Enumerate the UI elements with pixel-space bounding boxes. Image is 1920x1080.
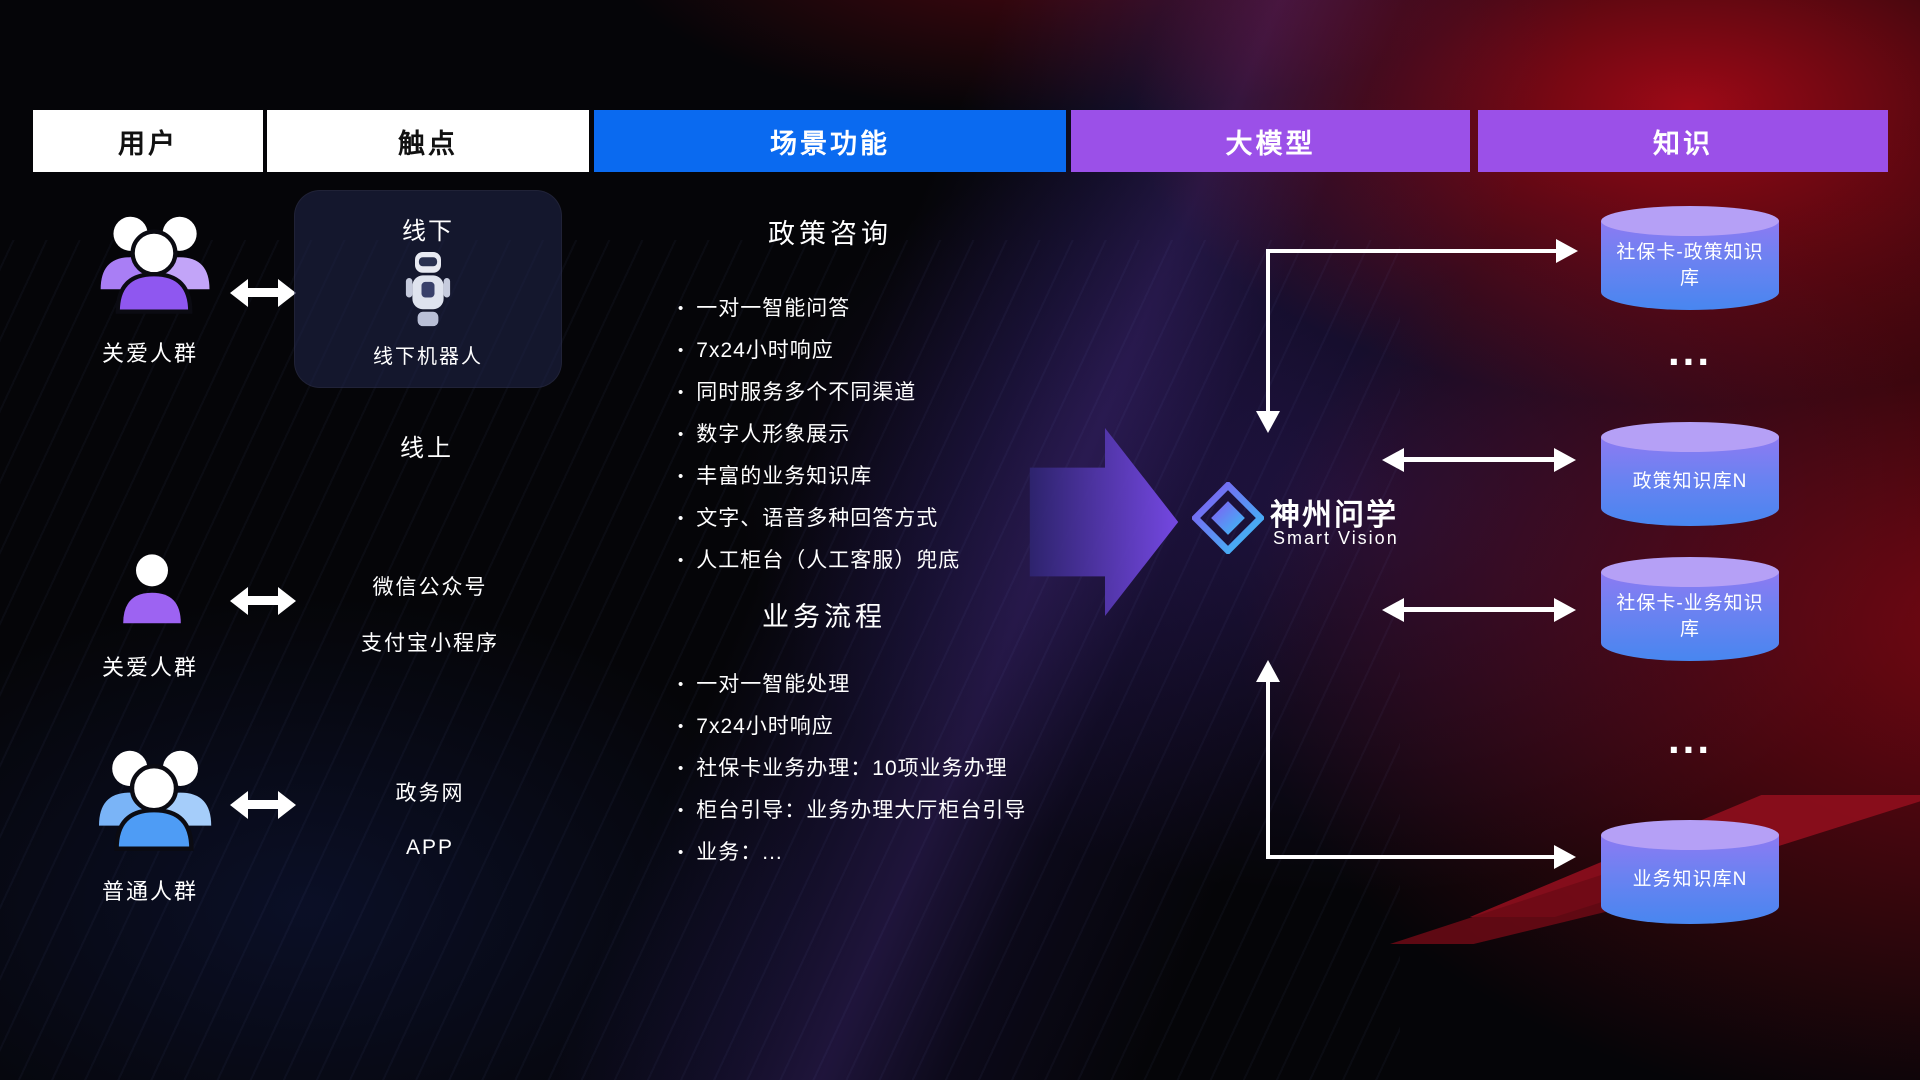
connector-line [1266,251,1270,413]
bidirectional-arrow [1404,457,1554,462]
offline-touchpoint-card: 线下 线下机器人 [294,190,562,388]
cylinder-top [1601,557,1779,587]
flow-arrow-icon [1028,428,1180,616]
user-group-label: 关爱人群 [101,341,198,366]
bullet-item: 社保卡业务办理：10项业务办理 [678,752,1026,782]
bullet-item: 7x24小时响应 [678,334,960,364]
user-group-label: 普通人群 [101,879,198,904]
bullet-item: 一对一智能问答 [678,292,960,322]
cylinder-top [1601,820,1779,850]
knowledge-db-label: 社保卡-政策知识库 [1616,242,1764,289]
channel-wechat: 微信公众号 [372,576,488,599]
arrowhead-down [1256,411,1280,433]
purple-beam-decoration [180,0,1700,1080]
ellipsis-more-indicator: ... [1667,715,1712,762]
knowledge-db-label: 政策知识库N [1632,471,1748,492]
column-header-model: 大模型 [1071,110,1470,172]
column-header-scenarios: 场景功能 [594,110,1066,172]
bidirectional-arrow [248,596,278,605]
knowledge-db-cylinder: 政策知识库N [1601,422,1779,526]
user-group-label: 关爱人群 [101,655,198,680]
bullet-item: 人工柜台（人工客服）兜底 [678,544,960,574]
diamond-logo-icon [1190,480,1266,556]
bidirectional-arrow [1404,607,1554,612]
ellipsis-more-indicator: ... [1667,327,1712,374]
column-header-users: 用户 [33,110,263,172]
bidirectional-arrow [248,800,278,809]
bullet-item: 柜台引导：业务办理大厅柜台引导 [678,794,1026,824]
users-group-icon [88,742,220,854]
column-header-knowledge: 知识 [1478,110,1888,172]
bullet-item: 丰富的业务知识库 [678,460,960,490]
bidirectional-arrow [248,288,278,297]
model-subtitle: Smart Vision [1273,528,1399,548]
bullet-item: 7x24小时响应 [678,710,1026,740]
model-name: 神州问学 [1270,499,1398,532]
connector-line [1266,249,1556,253]
knowledge-db-cylinder: 业务知识库N [1601,820,1779,924]
offline-title: 线下 [402,218,454,245]
arrowhead-right [1556,239,1578,263]
online-label: 线上 [400,435,454,462]
bullet-item: 同时服务多个不同渠道 [678,376,960,406]
bullet-item: 数字人形象展示 [678,418,960,448]
knowledge-db-cylinder: 社保卡-业务知识库 [1601,557,1779,661]
robot-icon [402,249,454,338]
arrowhead-up [1256,660,1280,682]
policy-bullet-list: 一对一智能问答 7x24小时响应 同时服务多个不同渠道 数字人形象展示 丰富的业… [678,292,960,586]
business-bullet-list: 一对一智能处理 7x24小时响应 社保卡业务办理：10项业务办理 柜台引导：业务… [678,668,1026,878]
users-group-icon [90,208,218,318]
scenario-title-business: 业务流程 [762,602,886,632]
channel-gov-web: 政务网 [395,782,465,805]
cylinder-top [1601,422,1779,452]
person-icon [112,545,192,631]
knowledge-db-label: 业务知识库N [1632,869,1748,890]
column-header-touchpoints: 触点 [267,110,589,172]
connector-line [1266,855,1554,859]
knowledge-db-label: 社保卡-业务知识库 [1616,593,1764,640]
bullet-item: 一对一智能处理 [678,668,1026,698]
bullet-item: 业务：... [678,836,1026,866]
channel-app: APP [405,836,455,859]
connector-line [1266,680,1270,859]
cylinder-top [1601,206,1779,236]
offline-caption: 线下机器人 [373,346,483,368]
channel-alipay: 支付宝小程序 [361,632,499,655]
bullet-item: 文字、语音多种回答方式 [678,502,960,532]
arrowhead-right [1554,845,1576,869]
knowledge-db-cylinder: 社保卡-政策知识库 [1601,206,1779,310]
scenario-title-policy: 政策咨询 [768,219,892,249]
